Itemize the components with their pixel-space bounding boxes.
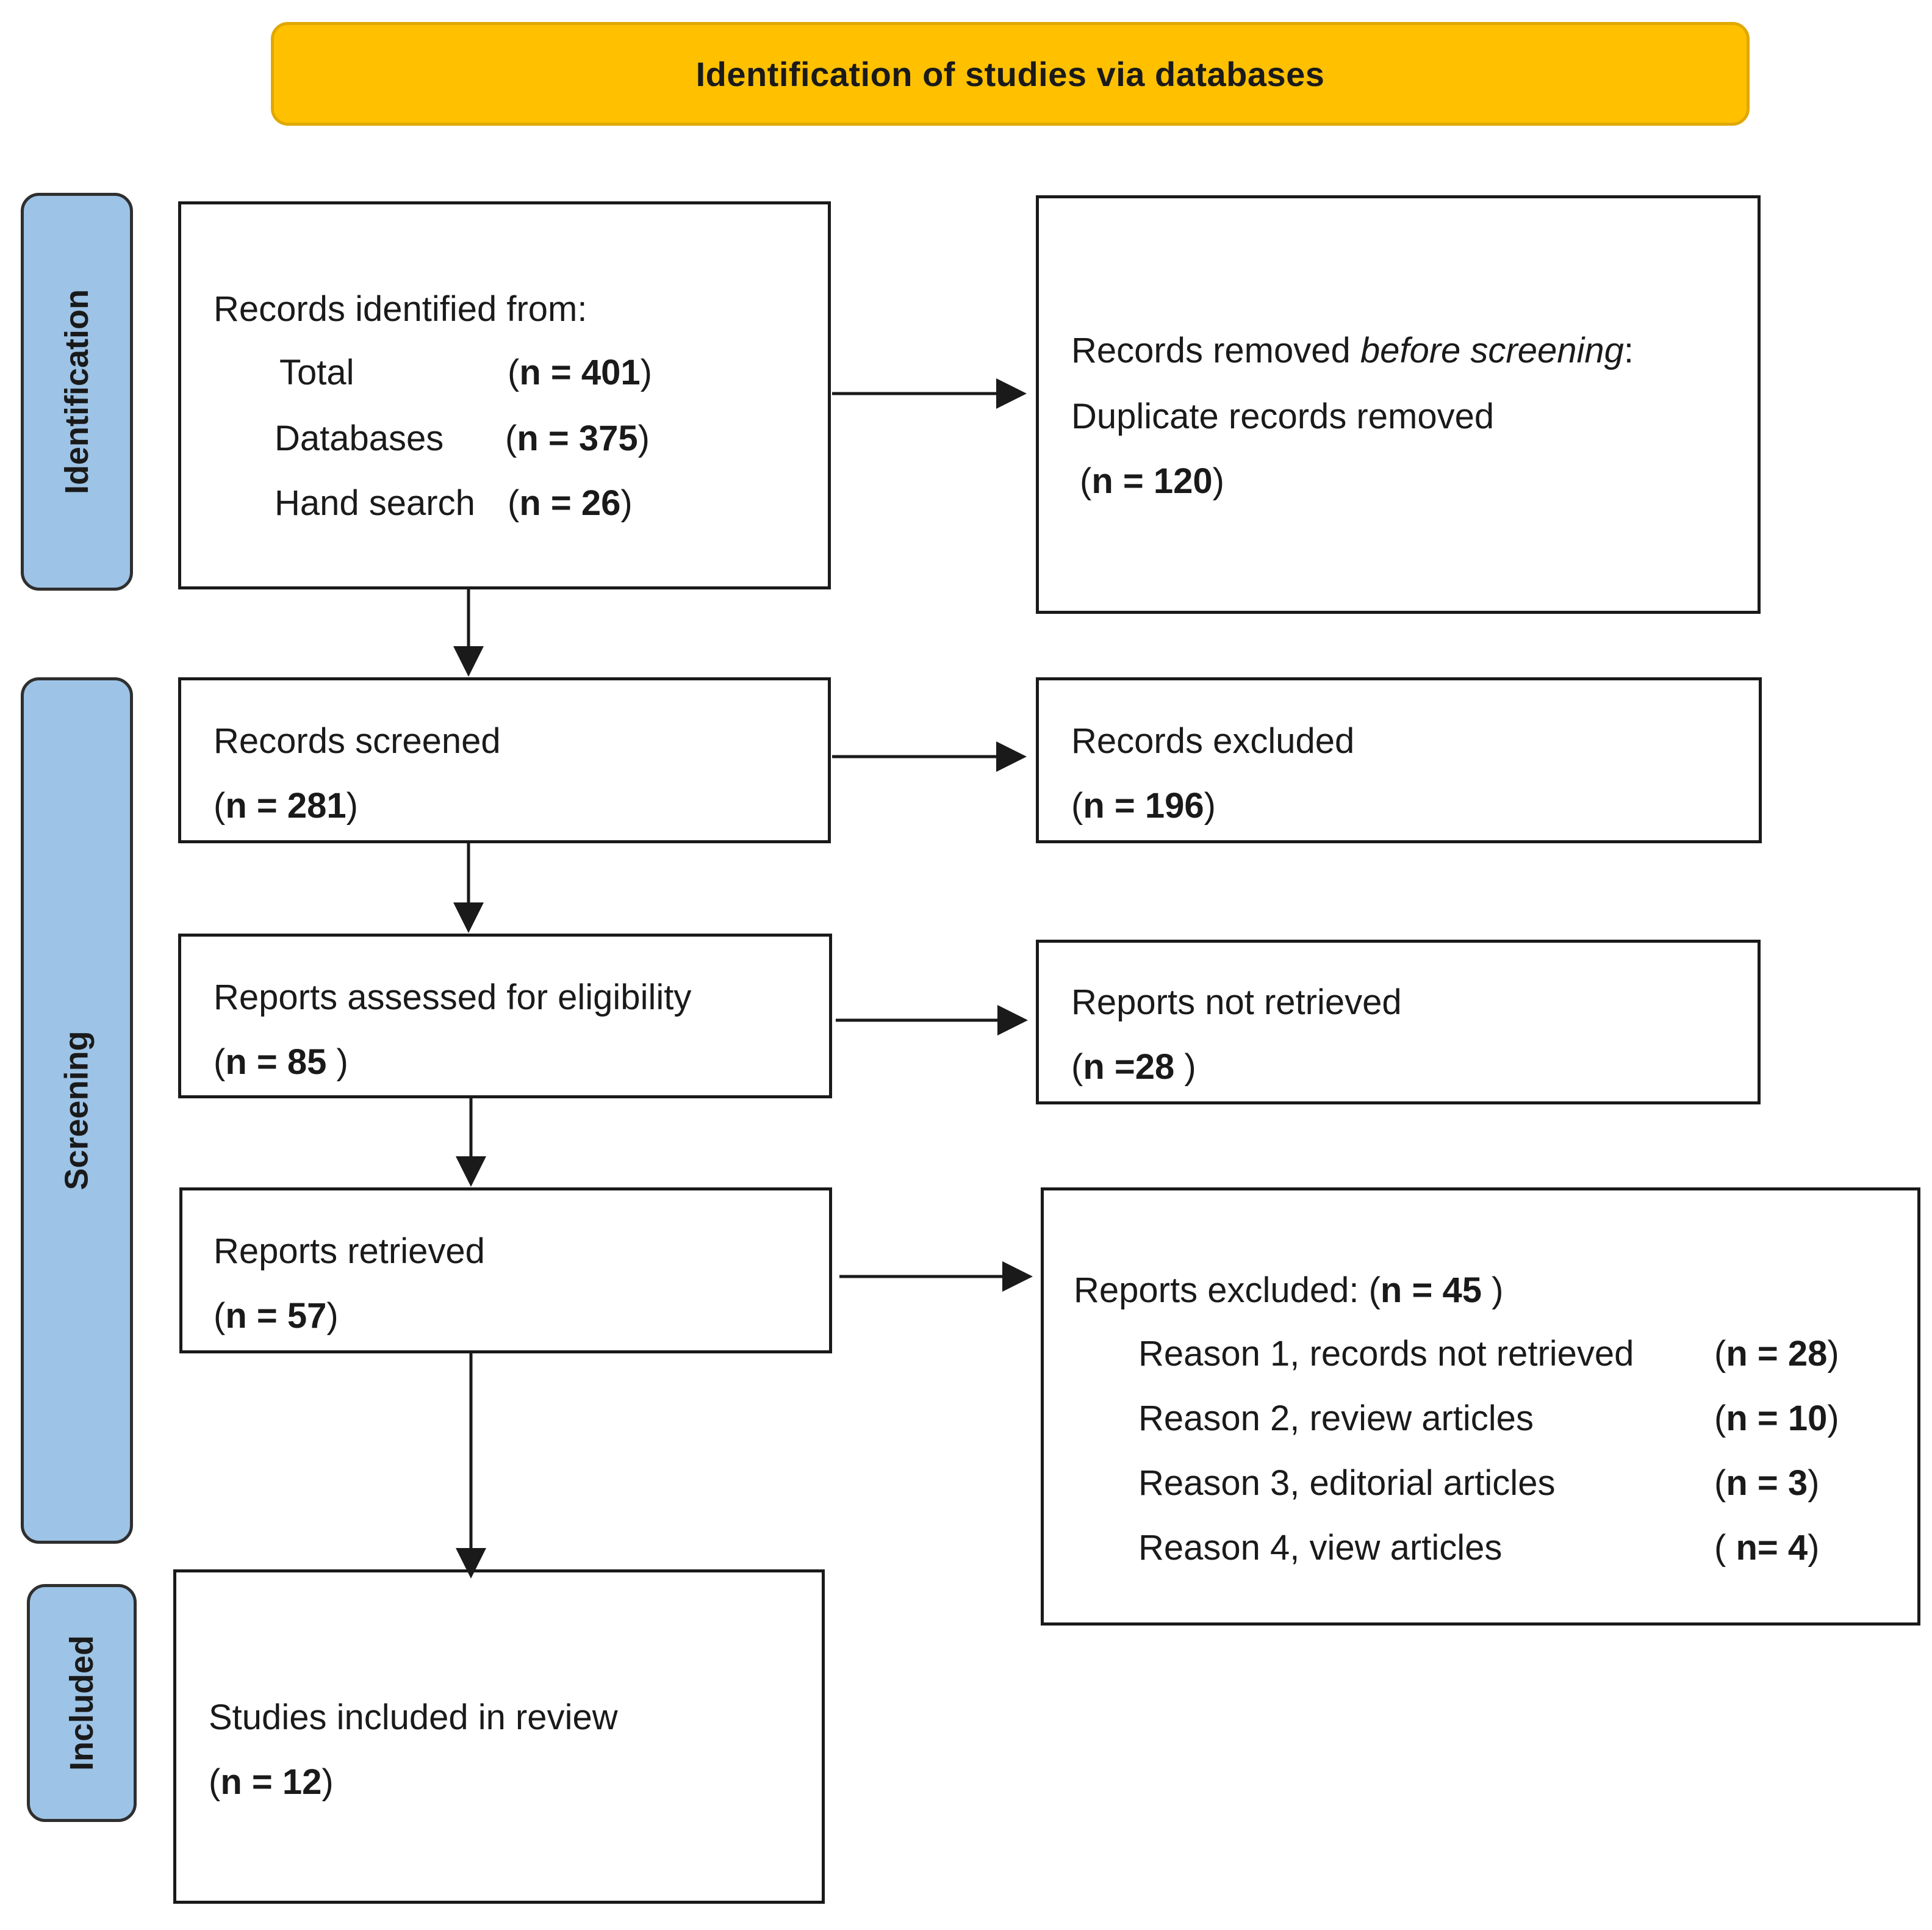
excluded-records-label: Records excluded	[1071, 721, 1355, 761]
phase-screening: Screening	[21, 677, 133, 1544]
reports-excluded-heading: Reports excluded: (n = 45 )	[1074, 1270, 1504, 1310]
assessed-count: (n = 85 )	[214, 1042, 348, 1082]
reason-2-label: Reason 2, review articles	[1138, 1399, 1534, 1438]
reason-4-count: ( n= 4)	[1714, 1528, 1820, 1568]
removed-line2: Duplicate records removed	[1071, 397, 1495, 436]
reason-4-label: Reason 4, view articles	[1138, 1528, 1503, 1568]
studies-included-box	[173, 1569, 825, 1904]
identified-databases-count: (n = 375)	[505, 419, 650, 458]
removed-line1: Records removed before screening:	[1071, 331, 1634, 370]
identified-total-count: (n = 401)	[508, 353, 652, 392]
identified-total-label: Total	[279, 353, 354, 392]
identified-heading: Records identified from:	[214, 289, 587, 329]
reason-1-label: Reason 1, records not retrieved	[1138, 1334, 1634, 1374]
phase-identification: Identification	[21, 193, 133, 591]
identified-hand-search-label: Hand search	[275, 483, 475, 523]
reason-2-count: (n = 10)	[1714, 1399, 1839, 1438]
identified-databases-label: Databases	[275, 419, 444, 458]
reports-not-retrieved-box	[1036, 940, 1761, 1104]
records-identified-box	[178, 201, 831, 589]
identified-hand-search-count: (n = 26)	[508, 483, 633, 523]
records-screened-box	[178, 677, 831, 843]
reports-excluded-box	[1041, 1187, 1920, 1626]
included-label: Studies included in review	[209, 1698, 618, 1737]
removed-count: (n = 120)	[1080, 461, 1224, 501]
banner-title: Identification of studies via databases	[695, 54, 1325, 93]
not-retrieved-label: Reports not retrieved	[1071, 982, 1402, 1022]
screened-count: (n = 281)	[214, 786, 358, 826]
retrieved-count: (n = 57)	[214, 1296, 339, 1336]
excluded-records-count: (n = 196)	[1071, 786, 1216, 826]
phase-included: Included	[27, 1584, 137, 1822]
not-retrieved-count: (n =28 )	[1071, 1047, 1196, 1087]
reports-assessed-box	[178, 934, 832, 1098]
header-banner: Identification of studies via databases	[271, 22, 1750, 126]
reason-1-count: (n = 28)	[1714, 1334, 1839, 1374]
records-removed-box	[1036, 195, 1761, 614]
retrieved-label: Reports retrieved	[214, 1231, 485, 1271]
screened-label: Records screened	[214, 721, 501, 761]
assessed-label: Reports assessed for eligibility	[214, 978, 692, 1017]
included-count: (n = 12)	[209, 1762, 334, 1802]
reports-retrieved-box	[179, 1187, 832, 1353]
reason-3-label: Reason 3, editorial articles	[1138, 1463, 1556, 1503]
reason-3-count: (n = 3)	[1714, 1463, 1820, 1503]
records-excluded-box	[1036, 677, 1762, 843]
